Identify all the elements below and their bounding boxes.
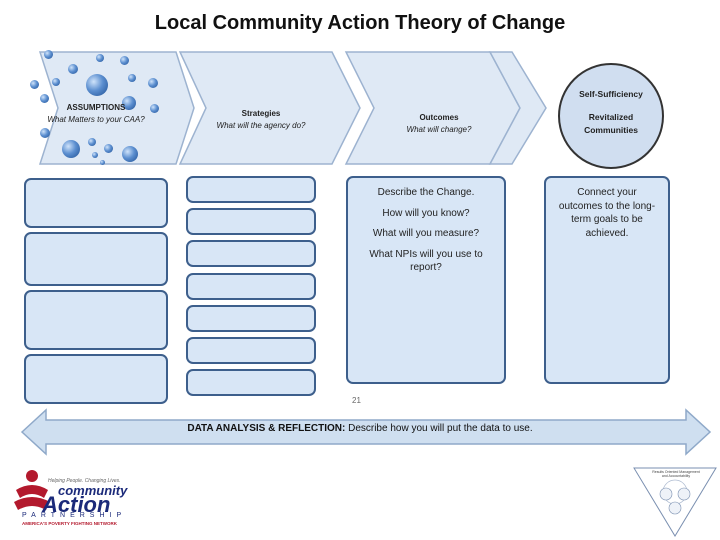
assumptions-title: ASSUMPTIONS (36, 102, 156, 114)
bubble-icon (30, 80, 39, 89)
strategy-box[interactable] (186, 273, 316, 300)
bubble-icon (122, 146, 138, 162)
outcomes-line: What NPIs will you use to report? (362, 248, 490, 275)
strategies-subtitle: What will the agency do? (206, 120, 316, 132)
bubble-icon (52, 78, 60, 86)
roma-triangle-caption: Results Oriented Management and Accounta… (652, 470, 700, 478)
assumption-box[interactable] (24, 354, 168, 404)
logo-network: AMERICA'S POVERTY FIGHTING NETWORK (22, 521, 117, 526)
bubble-icon (68, 64, 78, 74)
goal-box-text: Connect your outcomes to the long-term g… (556, 186, 658, 240)
bubble-icon (104, 144, 113, 153)
data-analysis-label: DATA ANALYSIS & REFLECTION: Describe how… (40, 423, 680, 434)
assumption-box[interactable] (24, 232, 168, 286)
bubble-icon (92, 152, 98, 158)
outcomes-title: Outcomes (384, 112, 494, 124)
data-analysis-bold: DATA ANALYSIS & REFLECTION: (187, 423, 345, 434)
logo-partnership: PARTNERSHIP (22, 512, 126, 519)
strategies-label: Strategies What will the agency do? (206, 108, 316, 132)
assumptions-subtitle: What Matters to your CAA? (36, 114, 156, 126)
strategy-box[interactable] (186, 240, 316, 267)
outcomes-label: Outcomes What will change? (384, 112, 494, 136)
data-analysis-rest: Describe how you will put the data to us… (345, 423, 532, 434)
bubble-icon (100, 160, 105, 165)
strategy-box[interactable] (186, 305, 316, 332)
strategy-box[interactable] (186, 208, 316, 235)
assumption-box[interactable] (24, 290, 168, 350)
goal-line2: Revitalized Communities (568, 111, 654, 137)
bubble-icon (62, 140, 80, 158)
goal-box[interactable]: Connect your outcomes to the long-term g… (544, 176, 670, 384)
strategies-title: Strategies (206, 108, 316, 120)
strategy-box[interactable] (186, 369, 316, 396)
outcomes-arrow (346, 52, 520, 164)
bubble-icon (44, 50, 53, 59)
outcomes-line: How will you know? (362, 207, 490, 221)
assumption-box[interactable] (24, 178, 168, 228)
bubble-icon (120, 56, 129, 65)
bubble-icon (148, 78, 158, 88)
outcomes-line: What will you measure? (362, 227, 490, 241)
bubble-icon (86, 74, 108, 96)
bubble-icon (40, 128, 50, 138)
outcomes-box[interactable]: Describe the Change. How will you know? … (346, 176, 506, 384)
bubble-icon (88, 138, 96, 146)
strategy-box[interactable] (186, 337, 316, 364)
goal-label: Self-Sufficiency Revitalized Communities (568, 88, 654, 136)
goal-line1: Self-Sufficiency (568, 88, 654, 101)
bubble-icon (128, 74, 136, 82)
outcomes-line: Describe the Change. (362, 186, 490, 200)
outcomes-subtitle: What will change? (384, 124, 494, 136)
assumptions-label: ASSUMPTIONS What Matters to your CAA? (36, 102, 156, 126)
strategy-box[interactable] (186, 176, 316, 203)
bubble-icon (96, 54, 104, 62)
